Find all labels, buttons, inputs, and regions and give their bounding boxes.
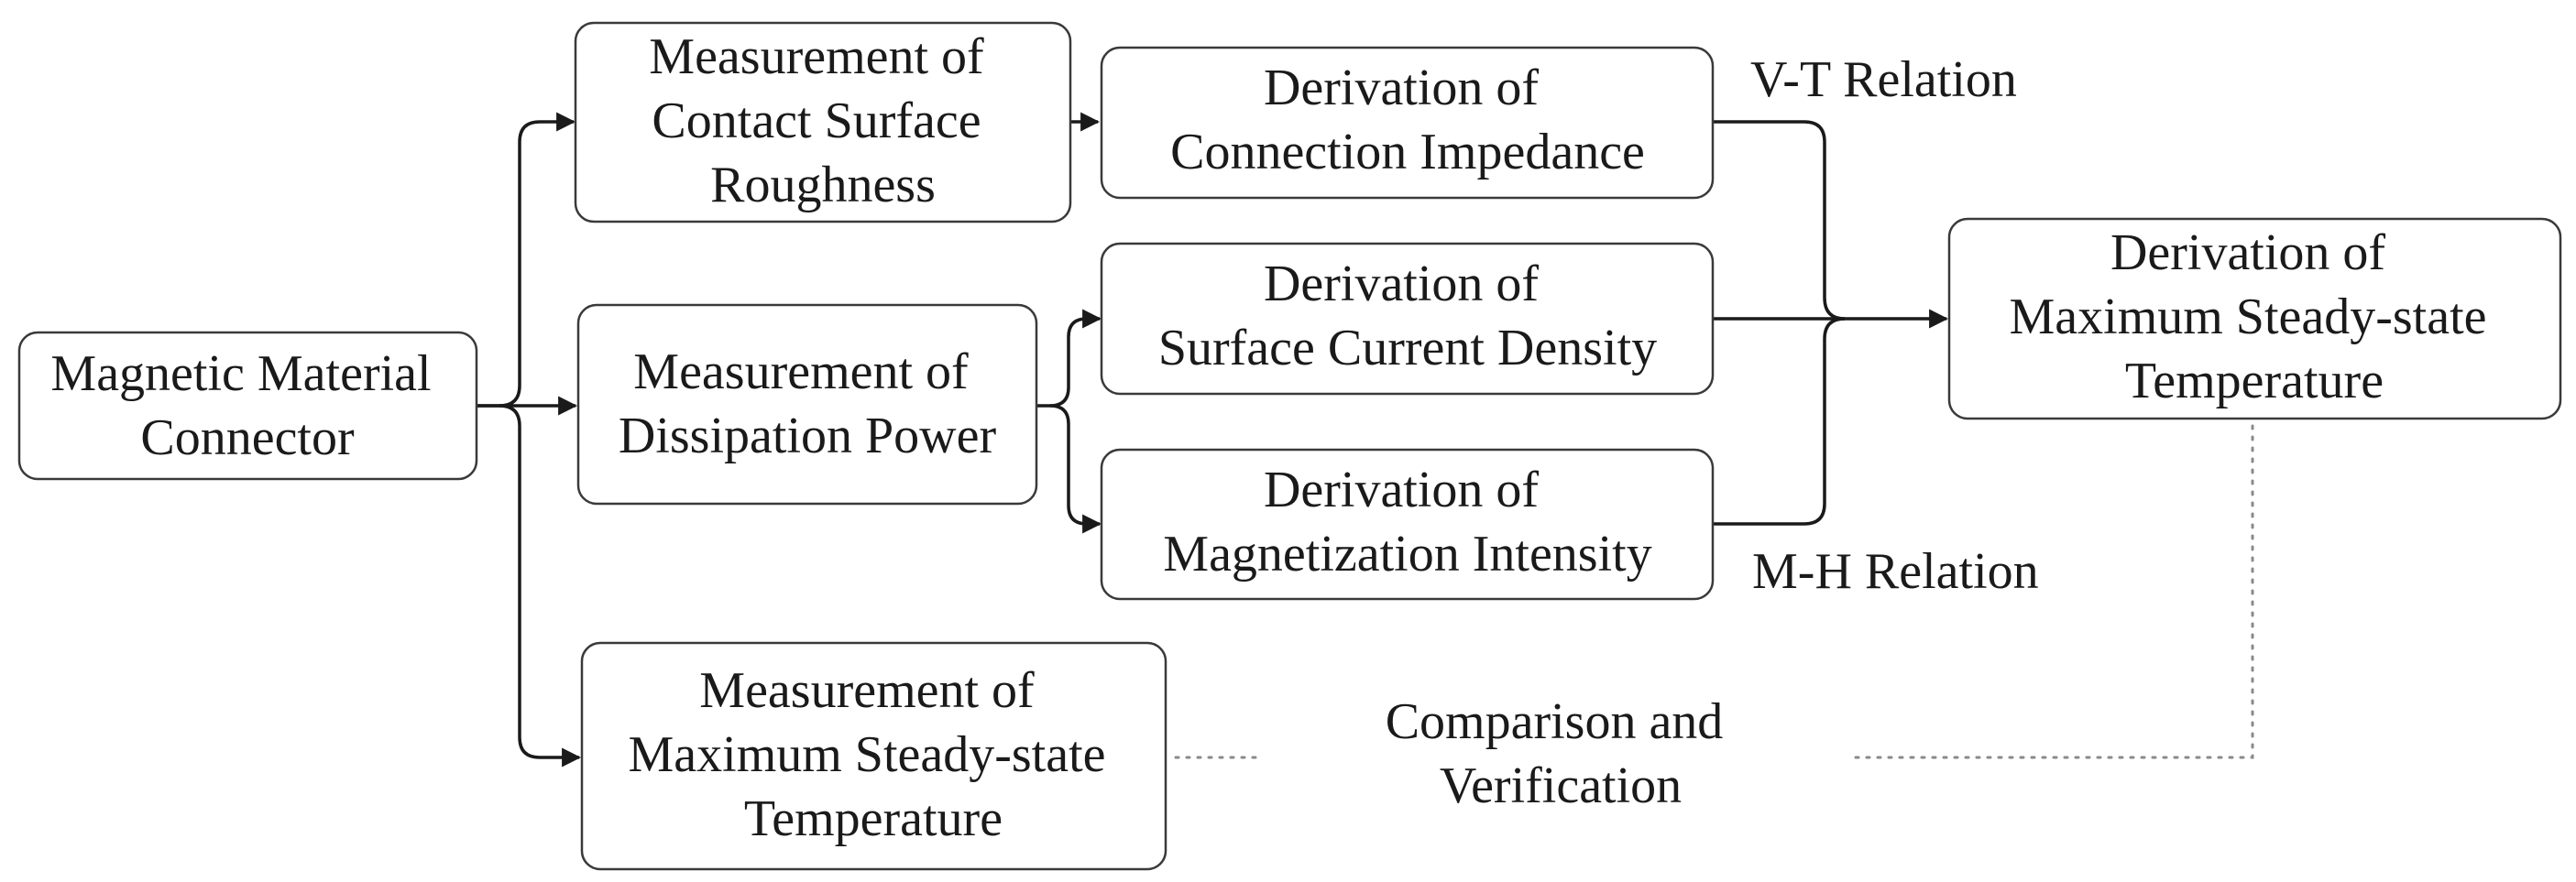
connectors [477,112,2254,768]
node-dissipation-line-2: Dissipation Power [619,408,997,464]
node-derived-temp-line-2: Maximum Steady-state [2009,289,2486,345]
svg-text:Measurement of Maximum S: Measurement of Maximum Steady-state Temp… [628,662,1118,847]
node-impedance-line-2: Connection Impedance [1170,124,1645,180]
node-magnetization: Derivation of Magnetization Intensity [1100,448,1715,601]
svg-text:Magnetic Material Connec: Magnetic Material Connector [50,345,444,466]
node-impedance: Derivation of Connection Impedance [1100,46,1715,200]
node-measured-temp-line-3: Temperature [744,790,1003,847]
node-current-density-box [1100,242,1715,396]
node-measured-temp: Measurement of Maximum Steady-state Temp… [580,641,1167,871]
node-connector-line-1: Magnetic Material [50,345,431,402]
magnetization-to-derived-temp-line [1713,317,1846,526]
dissipation-to-magnetization-arrow [1049,404,1102,534]
mh-relation-label: M-H Relation [1752,543,2039,600]
node-magnetization-box [1100,448,1715,601]
node-magnetization-line-1: Derivation of [1264,462,1539,518]
connector-to-roughness-arrow [477,112,576,408]
node-roughness: Measurement of Contact Surface Roughness [574,21,1072,223]
node-current-density-line-2: Surface Current Density [1158,320,1657,376]
svg-text:Derivation of Magnetizat: Derivation of Magnetization Intensity [1163,462,1651,583]
comparison-line-2: Verification [1440,757,1682,814]
node-measured-temp-line-1: Measurement of [699,662,1035,719]
node-connector-box [17,331,478,481]
node-current-density-line-1: Derivation of [1264,256,1539,312]
node-roughness-line-2: Contact Surface [652,93,981,149]
svg-text:Derivation of Surface Cu: Derivation of Surface Current Density [1158,256,1657,376]
dissipation-to-current-density-arrow [1036,309,1102,408]
node-current-density: Derivation of Surface Current Density [1100,242,1715,396]
node-magnetization-line-2: Magnetization Intensity [1163,526,1651,583]
connector-to-measured-temp-arrow [499,404,582,768]
comparison-line-1: Comparison and [1386,693,1724,750]
vt-relation-label: V-T Relation [1750,51,2017,108]
derived-temp-to-comparison-dotted-line [1854,424,2254,759]
svg-text:Derivation of Connection: Derivation of Connection Impedance [1170,60,1645,180]
node-roughness-box [574,21,1072,223]
node-measured-temp-line-2: Maximum Steady-state [628,726,1105,783]
node-connector: Magnetic Material Connector [17,331,478,481]
node-connector-line-2: Connector [140,409,355,466]
node-measured-temp-box [580,641,1167,871]
node-derived-temp-line-3: Temperature [2125,353,2384,409]
node-dissipation-line-1: Measurement of [633,343,969,400]
svg-text:Measurement of Dissipati: Measurement of Dissipation Power [619,343,997,464]
svg-text:Measurement of Contact S: Measurement of Contact Surface Roughness [649,28,996,213]
node-derived-temp: Derivation of Maximum Steady-state Tempe… [1947,217,2562,420]
node-derived-temp-line-1: Derivation of [2110,224,2385,281]
comparison-verification-label: Comparison and Verification [1386,693,1737,814]
svg-text:Derivation of Maximum St: Derivation of Maximum Steady-state Tempe… [2009,224,2499,409]
node-dissipation: Measurement of Dissipation Power [576,303,1038,506]
node-dissipation-box [576,303,1038,506]
node-derived-temp-box [1947,217,2562,420]
node-roughness-line-3: Roughness [710,157,936,213]
impedance-to-derived-temp-line [1713,120,1846,321]
node-impedance-box [1100,46,1715,200]
node-impedance-line-1: Derivation of [1264,60,1539,116]
node-roughness-line-1: Measurement of [649,28,984,85]
